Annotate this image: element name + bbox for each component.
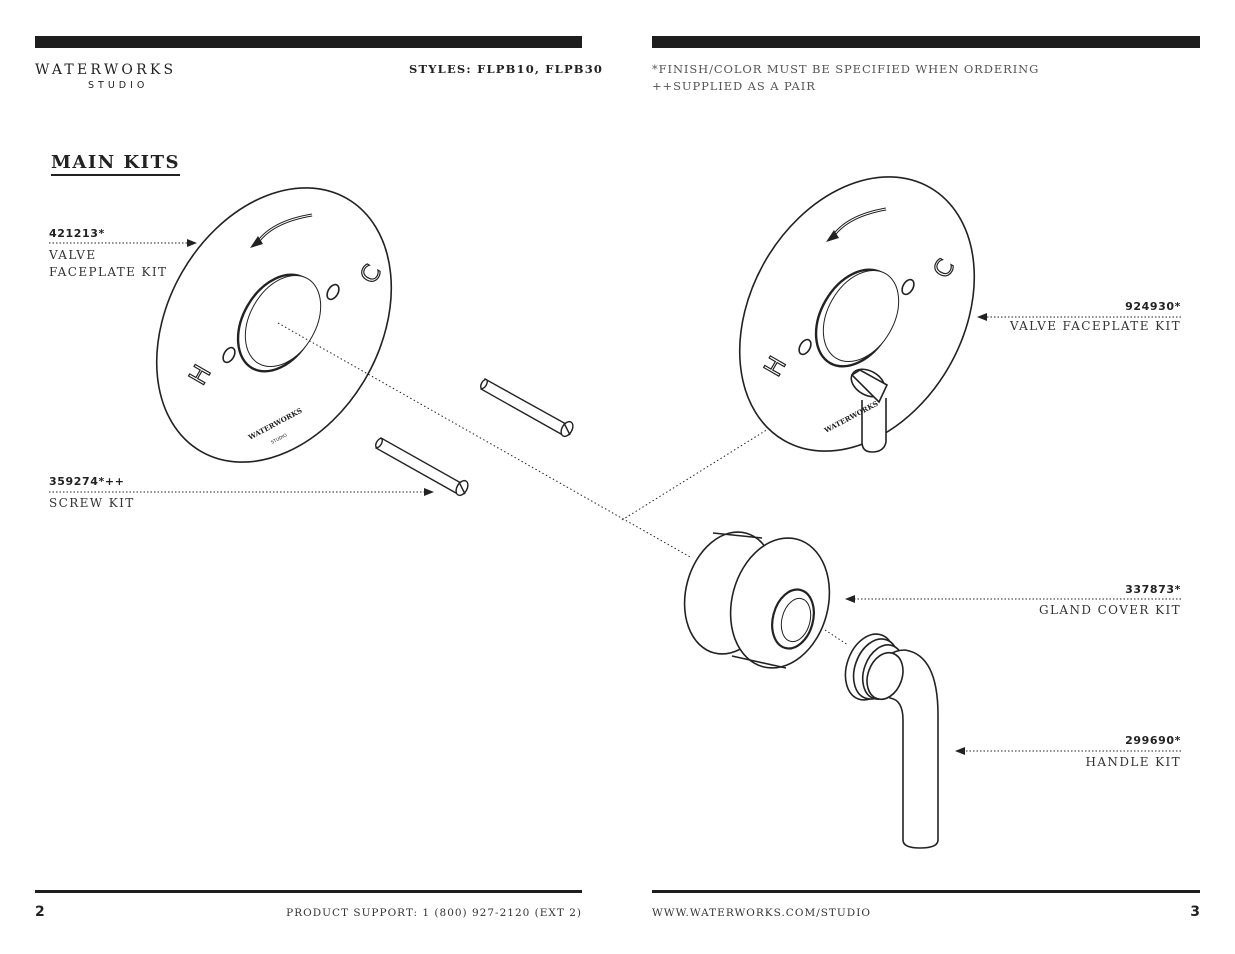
screw-drawing-upper	[479, 378, 574, 438]
part-name-valve-faceplate-right: VALVE FACEPLATE KIT	[1009, 319, 1181, 333]
website-link[interactable]: WWW.WATERWORKS.COM/STUDIO	[652, 907, 871, 919]
part-number-valve-faceplate-right: 924930*	[1125, 300, 1181, 313]
brand-logo: WATERWORKS	[35, 62, 177, 78]
section-title: MAIN KITS	[51, 152, 180, 176]
page-number-right: 3	[1190, 904, 1200, 920]
styles-label: STYLES: FLPB10, FLPB30	[409, 62, 604, 76]
part-name-valve-faceplate-left-1: VALVE	[49, 248, 97, 262]
product-support: PRODUCT SUPPORT: 1 (800) 927-2120 (EXT 2…	[286, 907, 582, 919]
leader-lines	[49, 239, 1181, 755]
note-finish: *FINISH/COLOR MUST BE SPECIFIED WHEN ORD…	[652, 62, 1040, 76]
footer-bar-left	[35, 890, 582, 893]
part-name-valve-faceplate-left-2: FACEPLATE KIT	[49, 265, 168, 279]
footer-bar-right	[652, 890, 1200, 893]
part-number-screw: 359274*++	[49, 475, 125, 488]
note-pair: ++SUPPLIED AS A PAIR	[652, 79, 816, 93]
header-bar-left	[35, 36, 582, 48]
right-faceplate-drawing	[738, 176, 976, 453]
header-bar-right	[652, 36, 1200, 48]
page-number-left: 2	[35, 904, 45, 920]
part-number-handle: 299690*	[1125, 734, 1181, 747]
part-name-handle: HANDLE KIT	[1085, 755, 1181, 769]
part-number-gland-cover: 337873*	[1125, 583, 1181, 596]
handle-drawing	[844, 633, 939, 849]
screw-drawing-lower	[374, 437, 469, 497]
gland-cover-drawing	[683, 531, 831, 670]
part-number-valve-faceplate-left: 421213*	[49, 227, 105, 240]
brand-logo-sub: STUDIO	[88, 80, 149, 91]
part-name-screw: SCREW KIT	[49, 496, 135, 510]
part-name-gland-cover: GLAND COVER KIT	[1039, 603, 1181, 617]
